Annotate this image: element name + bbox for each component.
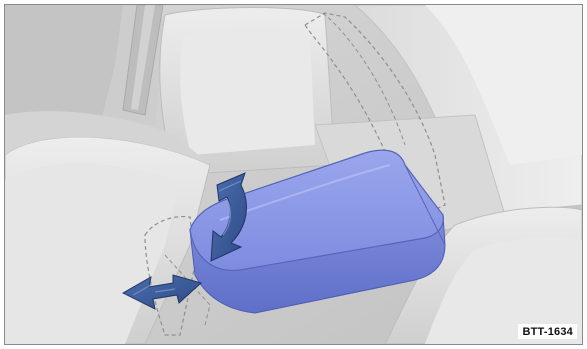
armrest-illustration	[5, 5, 582, 344]
armrest-figure: BTT-1634	[4, 4, 583, 345]
figure-code: BTT-1634	[518, 324, 577, 339]
